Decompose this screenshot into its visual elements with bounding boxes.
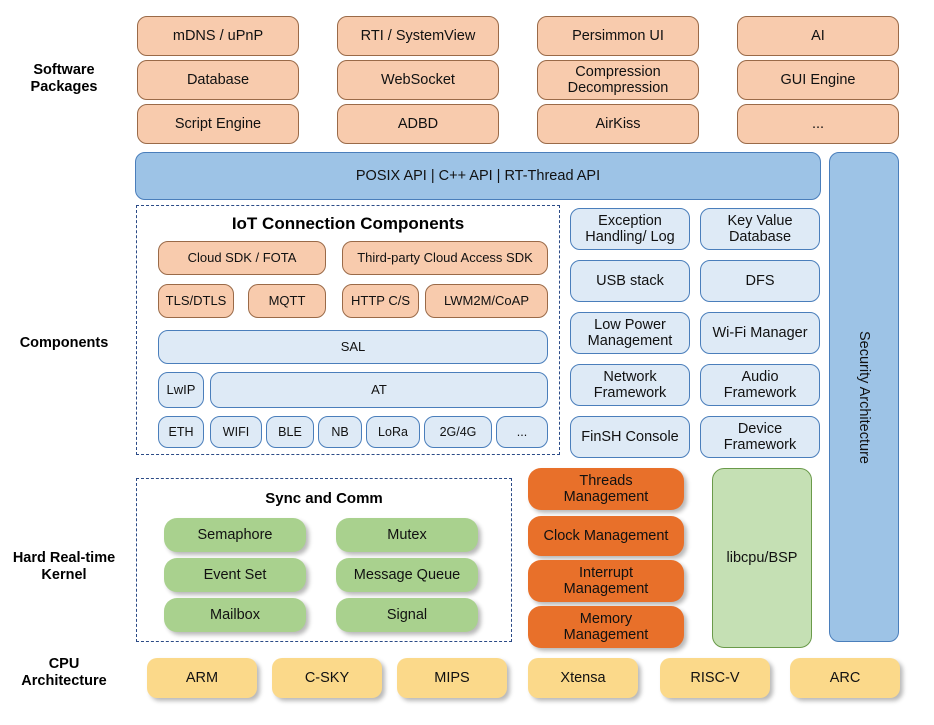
row-label-cpu-architecture: CPU Architecture <box>21 656 107 689</box>
component-box[interactable]: FinSH Console <box>570 416 690 458</box>
row-label-kernel: Hard Real-time Kernel <box>12 550 116 583</box>
component-box[interactable]: Exception Handling/ Log <box>570 208 690 250</box>
component-box[interactable]: Network Framework <box>570 364 690 406</box>
package-box[interactable]: Script Engine <box>137 104 299 144</box>
component-box[interactable]: Device Framework <box>700 416 820 458</box>
package-box[interactable]: ... <box>737 104 899 144</box>
sync-and-comm-group <box>136 478 512 642</box>
iot-link-box[interactable]: BLE <box>266 416 314 448</box>
iot-link-box[interactable]: 2G/4G <box>424 416 492 448</box>
libcpu-bsp-box[interactable]: libcpu/BSP <box>712 468 812 648</box>
package-box[interactable]: RTI / SystemView <box>337 16 499 56</box>
package-box[interactable]: Persimmon UI <box>537 16 699 56</box>
iot-link-box[interactable]: ETH <box>158 416 204 448</box>
iot-sal-box[interactable]: SAL <box>158 330 548 364</box>
iot-protocol-box[interactable]: HTTP C/S <box>342 284 419 318</box>
package-box[interactable]: WebSocket <box>337 60 499 100</box>
package-box[interactable]: Compression Decompression <box>537 60 699 100</box>
iot-cloud-box[interactable]: Cloud SDK / FOTA <box>158 241 326 275</box>
cpu-arch-box[interactable]: MIPS <box>397 658 507 698</box>
iot-link-box[interactable]: NB <box>318 416 362 448</box>
iot-lwip-box[interactable]: LwIP <box>158 372 204 408</box>
sync-box[interactable]: Event Set <box>164 558 306 592</box>
package-box[interactable]: AI <box>737 16 899 56</box>
kernel-management-box[interactable]: Clock Management <box>528 516 684 556</box>
package-box[interactable]: Database <box>137 60 299 100</box>
cpu-arch-box[interactable]: C-SKY <box>272 658 382 698</box>
component-box[interactable]: Key Value Database <box>700 208 820 250</box>
sync-box[interactable]: Mutex <box>336 518 478 552</box>
iot-protocol-box[interactable]: TLS/DTLS <box>158 284 234 318</box>
package-box[interactable]: GUI Engine <box>737 60 899 100</box>
cpu-arch-box[interactable]: RISC-V <box>660 658 770 698</box>
row-label-software-packages: Software Packages <box>30 62 98 95</box>
row-label-components: Components <box>19 335 109 351</box>
component-box[interactable]: Low Power Management <box>570 312 690 354</box>
iot-at-box[interactable]: AT <box>210 372 548 408</box>
package-box[interactable]: mDNS / uPnP <box>137 16 299 56</box>
component-box[interactable]: Audio Framework <box>700 364 820 406</box>
kernel-management-box[interactable]: Threads Management <box>528 468 684 510</box>
component-box[interactable]: USB stack <box>570 260 690 302</box>
package-box[interactable]: AirKiss <box>537 104 699 144</box>
security-architecture-label: Security Architecture <box>856 330 872 464</box>
cpu-arch-box[interactable]: Xtensa <box>528 658 638 698</box>
iot-cloud-box[interactable]: Third-party Cloud Access SDK <box>342 241 548 275</box>
iot-protocol-box[interactable]: MQTT <box>248 284 326 318</box>
cpu-arch-box[interactable]: ARC <box>790 658 900 698</box>
api-layer-bar[interactable]: POSIX API | C++ API | RT-Thread API <box>135 152 821 200</box>
sync-box[interactable]: Signal <box>336 598 478 632</box>
kernel-management-box[interactable]: Memory Management <box>528 606 684 648</box>
iot-connection-title: IoT Connection Components <box>231 214 465 233</box>
iot-link-box[interactable]: WIFI <box>210 416 262 448</box>
iot-protocol-box[interactable]: LWM2M/CoAP <box>425 284 548 318</box>
iot-link-box[interactable]: ... <box>496 416 548 448</box>
sync-box[interactable]: Mailbox <box>164 598 306 632</box>
sync-box[interactable]: Semaphore <box>164 518 306 552</box>
component-box[interactable]: Wi-Fi Manager <box>700 312 820 354</box>
package-box[interactable]: ADBD <box>337 104 499 144</box>
component-box[interactable]: DFS <box>700 260 820 302</box>
kernel-management-box[interactable]: Interrupt Management <box>528 560 684 602</box>
security-architecture-bar[interactable]: Security Architecture <box>829 152 899 642</box>
sync-and-comm-title: Sync and Comm <box>265 490 383 507</box>
cpu-arch-box[interactable]: ARM <box>147 658 257 698</box>
sync-box[interactable]: Message Queue <box>336 558 478 592</box>
iot-connection-group <box>136 205 560 455</box>
iot-link-box[interactable]: LoRa <box>366 416 420 448</box>
